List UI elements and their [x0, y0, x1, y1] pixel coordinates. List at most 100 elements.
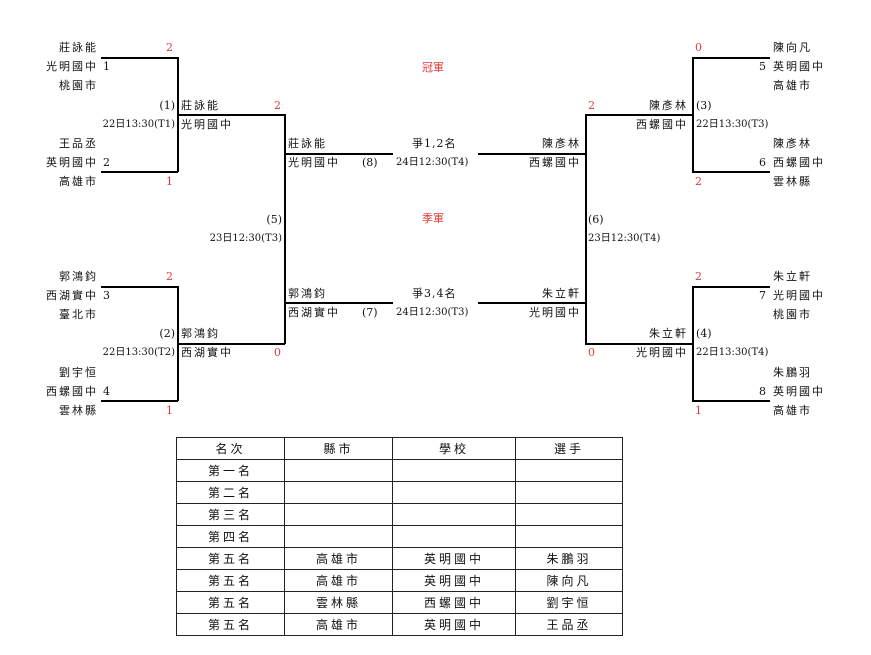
table-header-row: 名次 縣市 學校 選手 [176, 437, 623, 460]
winner-name: 莊詠能 [181, 99, 220, 112]
player-name: 莊詠能 [59, 41, 98, 54]
city-cell: 雲林縣 [284, 591, 393, 614]
city-cell: 高雄市 [284, 613, 393, 636]
score: 2 [695, 270, 702, 283]
bracket-line [101, 400, 178, 402]
bracket-line [284, 153, 393, 155]
table-row: 第五名 雲林縣 西螺國中 劉宇恒 [176, 591, 623, 614]
table-row: 第一名 [176, 459, 623, 482]
score: 1 [166, 404, 173, 417]
match-number: (6) [588, 213, 604, 226]
bracket-line [101, 171, 178, 173]
score: 0 [695, 41, 702, 54]
match-number: (8) [362, 156, 378, 169]
match-time: 23日12:30(T4) [588, 233, 661, 244]
table-row: 第五名 高雄市 英明國中 王品丞 [176, 613, 623, 636]
match-time: 24日12:30(T3) [396, 307, 469, 318]
player-cell: 朱鵬羽 [515, 547, 623, 570]
match-time: 22日13:30(T1) [102, 119, 175, 130]
player-school: 英明國中 [773, 385, 825, 398]
rank-cell: 第四名 [176, 525, 285, 548]
player-cell [515, 481, 623, 504]
winner-school: 西螺國中 [636, 118, 688, 131]
seed-number: 5 [759, 60, 766, 73]
rank-cell: 第五名 [176, 591, 285, 614]
school-cell: 英明國中 [392, 569, 516, 592]
bracket-line [585, 114, 693, 116]
match-number: (3) [696, 99, 712, 112]
bracket-line [478, 302, 586, 304]
seed-number: 8 [759, 385, 766, 398]
school-cell: 西螺國中 [392, 591, 516, 614]
header-city: 縣市 [284, 437, 393, 460]
school-cell: 英明國中 [392, 613, 516, 636]
player-school: 英明國中 [46, 156, 98, 169]
seed-number: 3 [103, 289, 110, 302]
school-cell [392, 481, 516, 504]
rank-cell: 第五名 [176, 613, 285, 636]
player-school: 西湖實中 [46, 289, 98, 302]
loser-name: 朱立軒 [542, 287, 581, 300]
seed-number: 4 [103, 385, 110, 398]
match-number: (2) [159, 327, 175, 340]
champion-label: 冠軍 [422, 61, 444, 74]
player-school: 西螺國中 [46, 385, 98, 398]
player-name: 郭鴻鈞 [59, 270, 98, 283]
winner-name: 朱立軒 [649, 327, 688, 340]
score: 0 [588, 346, 595, 359]
player-city: 桃園市 [773, 308, 812, 321]
bracket-line [692, 286, 694, 401]
player-city: 高雄市 [59, 175, 98, 188]
rank-cell: 第五名 [176, 569, 285, 592]
score: 2 [166, 41, 173, 54]
match-number: (5) [266, 213, 282, 226]
player-name: 陳向凡 [773, 41, 812, 54]
results-table: 名次 縣市 學校 選手 第一名 第二名 第三名 第四名 [176, 437, 623, 636]
player-cell [515, 503, 623, 526]
player-school: 光明國中 [773, 289, 825, 302]
header-school: 學校 [392, 437, 516, 460]
winner-school: 光明國中 [636, 346, 688, 359]
seed-number: 7 [759, 289, 766, 302]
city-cell [284, 503, 393, 526]
winner-school: 西湖實中 [181, 346, 233, 359]
bracket-line [177, 343, 285, 345]
score: 2 [695, 175, 702, 188]
rank-cell: 第五名 [176, 547, 285, 570]
school-cell [392, 525, 516, 548]
bracket-line [692, 171, 770, 173]
loser-school: 西湖實中 [288, 306, 340, 319]
city-cell [284, 459, 393, 482]
bracket-line [284, 114, 286, 344]
winner-school: 光明國中 [181, 118, 233, 131]
player-name: 陳彥林 [773, 137, 812, 150]
table-row: 第五名 高雄市 英明國中 陳向凡 [176, 569, 623, 592]
match-time: 24日12:30(T4) [396, 157, 469, 168]
player-name: 朱鵬羽 [773, 366, 812, 379]
match-time: 22日13:30(T3) [696, 119, 769, 130]
score: 2 [166, 270, 173, 283]
player-city: 高雄市 [773, 404, 812, 417]
bracket-line [692, 57, 694, 172]
player-name: 王品丞 [59, 137, 98, 150]
match-number: (1) [159, 99, 175, 112]
third-title: 爭3,4名 [412, 287, 457, 300]
winner-name: 莊詠能 [288, 137, 327, 150]
winner-name: 陳彥林 [542, 137, 581, 150]
bracket-line [692, 286, 770, 288]
player-cell [515, 459, 623, 482]
rank-cell: 第二名 [176, 481, 285, 504]
player-city: 高雄市 [773, 79, 812, 92]
player-cell: 陳向凡 [515, 569, 623, 592]
bracket-line [101, 57, 178, 59]
seed-number: 2 [103, 156, 110, 169]
bracket-line [585, 114, 587, 344]
bracket-line [692, 57, 770, 59]
school-cell: 英明國中 [392, 547, 516, 570]
final-title: 爭1,2名 [412, 137, 457, 150]
score: 2 [588, 99, 595, 112]
match-number: (7) [362, 306, 378, 319]
player-school: 光明國中 [46, 60, 98, 73]
header-rank: 名次 [176, 437, 285, 460]
player-school: 西螺國中 [773, 156, 825, 169]
